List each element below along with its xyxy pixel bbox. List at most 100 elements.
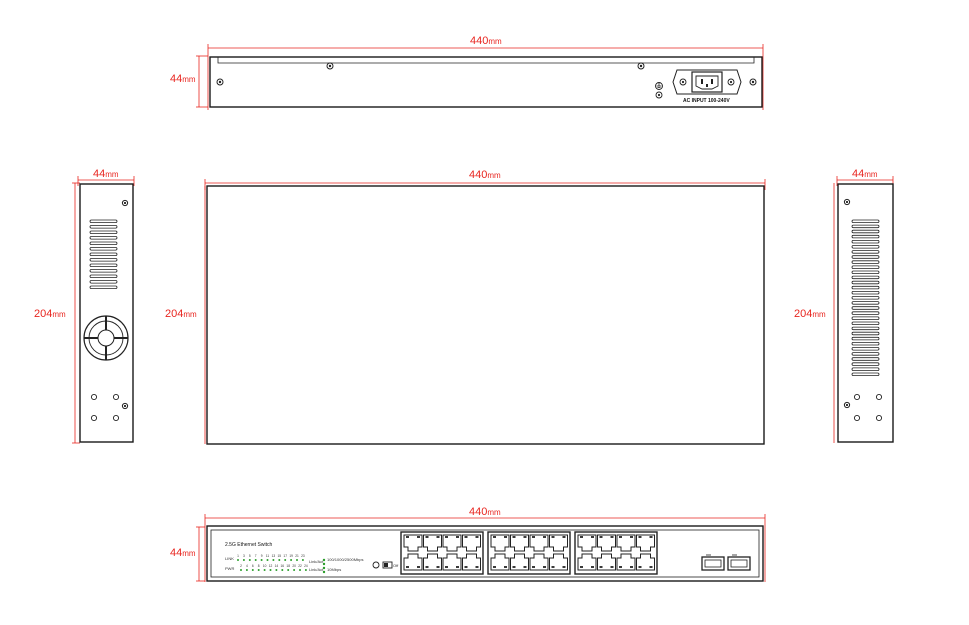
vent-slot xyxy=(89,252,118,256)
right-screw-icon xyxy=(843,198,851,409)
sfp-port[interactable] xyxy=(701,554,725,571)
rj45-led-icon xyxy=(591,536,594,538)
rj45-port[interactable] xyxy=(597,534,616,552)
vent-slot xyxy=(851,285,880,290)
rj45-led-icon xyxy=(551,566,555,568)
front-panel-body xyxy=(206,525,764,582)
led-indicator-icon xyxy=(275,569,278,571)
rj45-led-icon xyxy=(599,536,603,538)
rj45-port[interactable] xyxy=(462,534,481,552)
rj45-led-icon xyxy=(406,566,409,568)
rj45-port[interactable] xyxy=(510,553,529,571)
legend-led-green-icon xyxy=(322,566,326,570)
rj45-port[interactable] xyxy=(423,553,442,571)
rj45-led-icon xyxy=(523,536,527,538)
rj45-led-icon xyxy=(591,566,594,568)
vent-slot xyxy=(851,357,880,361)
rj45-port[interactable] xyxy=(636,534,655,552)
led-indicator-icon xyxy=(257,569,260,571)
rj45-led-icon xyxy=(630,566,633,568)
product-label: 2.5G Ethernet Switch xyxy=(225,542,272,548)
rj45-led-icon xyxy=(436,566,440,568)
rj45-led-icon xyxy=(475,566,479,568)
rj45-port[interactable] xyxy=(403,534,423,552)
led-indicator-icon xyxy=(248,559,251,561)
legend-speed-low: 10Mbps xyxy=(327,567,341,572)
rj45-port[interactable] xyxy=(490,553,510,571)
led-port-number: 10 xyxy=(263,564,267,568)
rj45-port[interactable] xyxy=(490,534,510,552)
rj45-port[interactable] xyxy=(549,534,568,552)
rj45-port[interactable] xyxy=(510,534,529,552)
left-side-view: 44mm 204mm xyxy=(34,168,135,444)
led-port-number: 8 xyxy=(258,564,260,568)
sfp-port[interactable] xyxy=(727,554,751,571)
rj45-port[interactable] xyxy=(636,553,655,571)
rear-top-flange xyxy=(217,57,755,64)
rj45-port-groups xyxy=(400,531,658,575)
rj45-jack-outline xyxy=(616,534,636,552)
led-port-number: 17 xyxy=(283,554,287,558)
rj45-port[interactable] xyxy=(442,534,462,552)
rj45-port[interactable] xyxy=(616,534,636,552)
rj45-led-icon xyxy=(425,536,429,538)
rj45-port[interactable] xyxy=(597,553,616,571)
led-port-number: 1 xyxy=(237,554,239,558)
rj45-led-icon xyxy=(445,566,448,568)
rear-screw-icon xyxy=(216,62,757,86)
rear-view: 440mm 44mm xyxy=(170,35,764,110)
right-mount-holes xyxy=(853,393,883,422)
rj45-port[interactable] xyxy=(577,553,597,571)
rj45-led-icon xyxy=(445,536,448,538)
vent-slot xyxy=(851,321,880,325)
rj45-port[interactable] xyxy=(423,534,442,552)
right-height-label: 204mm xyxy=(794,308,826,320)
vent-slot xyxy=(89,225,118,229)
rj45-port[interactable] xyxy=(442,553,462,571)
rj45-jack-outline xyxy=(442,534,462,552)
rj45-led-icon xyxy=(456,536,459,538)
rj45-led-icon xyxy=(532,566,535,568)
right-side-view: 44mm 204mm xyxy=(794,168,894,443)
led-port-number: 12 xyxy=(269,564,273,568)
rj45-port[interactable] xyxy=(462,553,481,571)
top-width-label: 440mm xyxy=(469,169,501,181)
reset-button[interactable] xyxy=(372,561,380,569)
rj45-port[interactable] xyxy=(577,534,597,552)
rj45-led-icon xyxy=(417,536,420,538)
right-vent-slots xyxy=(851,219,880,376)
rj45-port[interactable] xyxy=(549,553,568,571)
vent-slot xyxy=(89,263,118,267)
led-port-number: 24 xyxy=(304,564,308,568)
rj45-port[interactable] xyxy=(616,553,636,571)
led-port-number: 19 xyxy=(289,554,293,558)
led-indicator-icon xyxy=(266,559,269,561)
rj45-port[interactable] xyxy=(403,553,423,571)
fan-icon xyxy=(83,315,129,361)
led-indicator-icon xyxy=(304,569,307,571)
led-port-number: 22 xyxy=(298,564,302,568)
vent-slot xyxy=(851,219,880,223)
legend-link-act-top: Link/Act xyxy=(309,559,324,564)
rj45-led-icon xyxy=(638,566,642,568)
led-port-number: 15 xyxy=(278,554,282,558)
vent-slot xyxy=(89,285,118,289)
led-indicator-icon xyxy=(240,569,242,571)
led-port-number: 21 xyxy=(295,554,299,558)
rj45-port[interactable] xyxy=(529,534,549,552)
led-port-number: 4 xyxy=(246,564,248,568)
legend-led-green-icon xyxy=(322,558,326,562)
rj45-port[interactable] xyxy=(529,553,549,571)
rj45-led-icon xyxy=(649,566,653,568)
led-indicator-icon xyxy=(296,559,298,561)
vent-slot xyxy=(851,234,880,239)
rj45-jack-outline xyxy=(403,534,423,552)
vent-slot xyxy=(851,316,880,320)
vent-slot xyxy=(851,306,880,310)
rj45-led-icon xyxy=(512,566,516,568)
rear-panel-body xyxy=(209,56,763,108)
vent-slot xyxy=(851,326,880,331)
rj45-led-icon xyxy=(493,536,496,538)
top-panel-body xyxy=(206,185,765,445)
